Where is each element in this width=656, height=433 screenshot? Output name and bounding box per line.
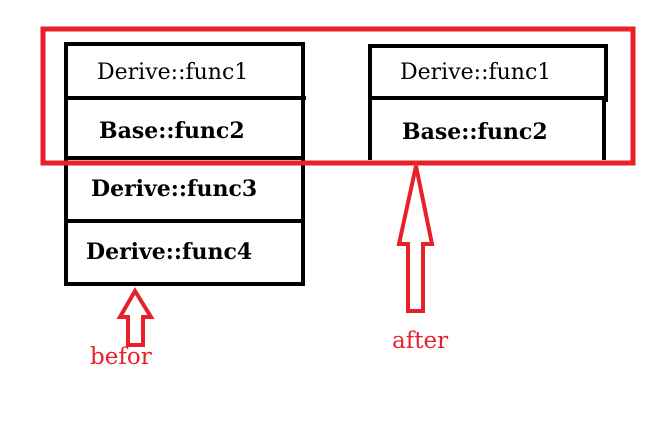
before-cell-base-func2: Base::func2 [99,118,245,144]
before-vtable: Derive::func1 Base::func2 Derive::func3 … [64,42,306,286]
after-vtable-frame [368,44,608,160]
before-cell-derive-func1: Derive::func1 [97,60,248,85]
before-cell-derive-func3: Derive::func3 [91,176,257,202]
after-arrow-icon [396,165,435,313]
after-caption: after [392,328,448,354]
after-cell-base-func2: Base::func2 [402,119,548,145]
after-vtable: Derive::func1 Base::func2 [368,44,608,160]
highlight-box [40,26,636,166]
before-caption: befor [90,344,152,370]
before-cell-derive-func4: Derive::func4 [86,239,252,265]
before-arrow-icon [116,287,155,347]
after-cell-derive-func1: Derive::func1 [400,60,551,85]
